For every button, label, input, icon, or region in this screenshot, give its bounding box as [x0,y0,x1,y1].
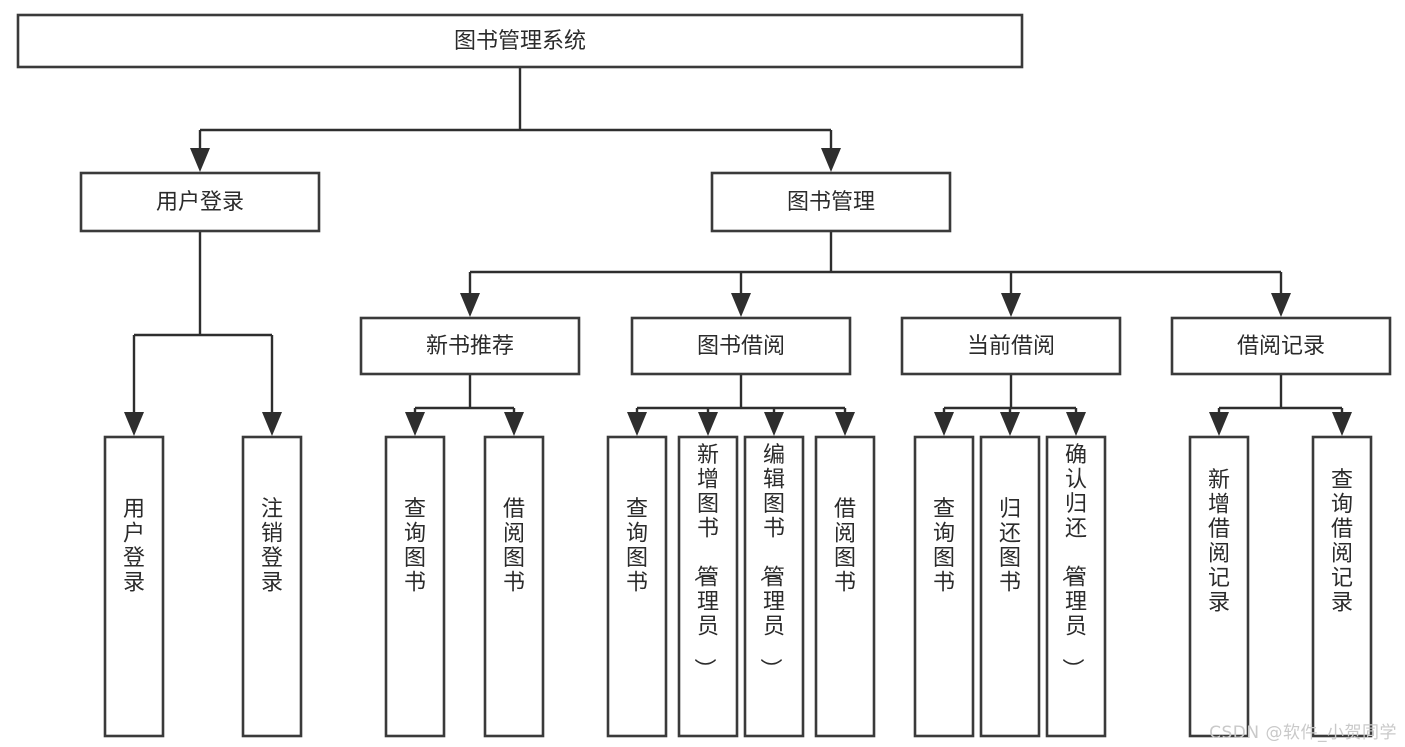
node-bookmgmt-box[interactable] [710,171,952,233]
node-leaf-bo-add-label: 新增图书（管理员） [691,443,719,680]
node-leaf-rc-add-box[interactable] [1188,435,1250,738]
arrowhead-leaf-user-logout [262,412,282,436]
node-borrow-box[interactable] [630,316,852,376]
node-records-label: 借阅记录 [1237,334,1325,359]
node-root[interactable]: 图书管理系统 [16,13,1024,69]
node-bookmgmt-label: 图书管理 [787,190,875,215]
node-current-label: 当前借阅 [967,334,1055,359]
edge-group-current [934,374,1086,436]
arrowhead-leaf-bo-add [698,412,718,436]
arrowhead-borrow [731,293,751,317]
csdn-watermark: CSDN @软件_小贺同学 [1209,723,1397,743]
node-leaf-cu-return-label: 归还图书 [999,497,1021,596]
arrowhead-leaf-cu-query [934,412,954,436]
node-leaf-nb-borrow-box[interactable] [483,435,545,738]
node-leaf-nb-query-box[interactable] [384,435,446,738]
node-leaf-cu-return-box[interactable] [979,435,1041,738]
arrowhead-leaf-user-login [124,412,144,436]
arrowhead-leaf-bo-edit [764,412,784,436]
node-leaf-cu-query[interactable]: 查询图书 [913,435,975,738]
arrowhead-current [1001,293,1021,317]
node-leaf-rc-add[interactable]: 新增借阅记录 [1188,435,1250,738]
node-records-box[interactable] [1170,316,1392,376]
node-leaf-rc-query-label: 查询借阅记录 [1331,468,1353,616]
arrowhead-leaf-nb-query [405,412,425,436]
arrowhead-leaf-cu-return [1000,412,1020,436]
node-leaf-cu-query-box[interactable] [913,435,975,738]
node-borrow-label: 图书借阅 [697,334,785,359]
arrowhead-leaf-bo-borrow [835,412,855,436]
node-login-box[interactable] [79,171,321,233]
node-leaf-user-login-label: 用户登录 [123,497,145,596]
arrowhead-leaf-cu-confirm [1066,412,1086,436]
arrowhead-leaf-bo-query [627,412,647,436]
node-leaf-user-logout-label: 注销登录 [261,497,283,596]
node-leaf-bo-add-box[interactable] [677,435,739,738]
node-leaf-bo-edit[interactable]: 编辑图书（管理员） [743,435,805,738]
arrowhead-records [1271,293,1291,317]
node-newbook[interactable]: 新书推荐 [359,316,581,376]
arrowhead-login [190,148,210,172]
node-current[interactable]: 当前借阅 [900,316,1122,376]
node-leaf-bo-edit-label: 编辑图书（管理员） [757,443,785,680]
edge-group-login [124,231,282,436]
node-leaf-cu-confirm-box[interactable] [1045,435,1107,738]
node-leaf-rc-add-label: 新增借阅记录 [1208,468,1230,616]
arrowhead-leaf-rc-add [1209,412,1229,436]
node-leaf-user-logout-box[interactable] [241,435,303,738]
node-leaf-nb-query[interactable]: 查询图书 [384,435,446,738]
node-leaf-bo-borrow-label: 借阅图书 [834,497,856,596]
node-root-label: 图书管理系统 [454,29,586,54]
node-leaf-bo-query[interactable]: 查询图书 [606,435,668,738]
node-leaf-user-logout[interactable]: 注销登录 [241,435,303,738]
node-leaf-bo-edit-box[interactable] [743,435,805,738]
node-leaf-cu-query-label: 查询图书 [933,497,955,596]
node-leaf-bo-borrow[interactable]: 借阅图书 [814,435,876,738]
node-login[interactable]: 用户登录 [79,171,321,233]
node-root-box[interactable] [16,13,1024,69]
node-login-label: 用户登录 [156,190,244,215]
node-leaf-user-login-box[interactable] [103,435,165,738]
node-leaf-user-login[interactable]: 用户登录 [103,435,165,738]
node-leaf-cu-confirm-label: 确认归还（管理员） [1059,443,1087,680]
arrowhead-newbook [460,293,480,317]
node-leaf-rc-query[interactable]: 查询借阅记录 [1311,435,1373,738]
arrowhead-bookmgmt [821,148,841,172]
node-leaf-cu-return[interactable]: 归还图书 [979,435,1041,738]
node-bookmgmt[interactable]: 图书管理 [710,171,952,233]
edge-group-root [190,67,841,172]
node-leaf-bo-borrow-box[interactable] [814,435,876,738]
node-leaf-rc-query-box[interactable] [1311,435,1373,738]
edge-group-bookmgmt [460,231,1291,317]
node-current-box[interactable] [900,316,1122,376]
edge-group-borrow [627,374,855,436]
edge-group-records [1209,374,1352,436]
arrowhead-leaf-nb-borrow [504,412,524,436]
node-leaf-nb-borrow[interactable]: 借阅图书 [483,435,545,738]
node-borrow[interactable]: 图书借阅 [630,316,852,376]
node-newbook-label: 新书推荐 [426,334,514,359]
node-leaf-cu-confirm[interactable]: 确认归还（管理员） [1045,435,1107,738]
node-leaf-bo-add[interactable]: 新增图书（管理员） [677,435,739,738]
node-records[interactable]: 借阅记录 [1170,316,1392,376]
node-leaf-bo-query-label: 查询图书 [626,497,648,596]
node-leaf-bo-query-box[interactable] [606,435,668,738]
node-leaf-nb-borrow-label: 借阅图书 [503,497,525,596]
arrowhead-leaf-rc-query [1332,412,1352,436]
node-leaf-nb-query-label: 查询图书 [404,497,426,596]
edge-group-newbook [405,374,524,436]
node-newbook-box[interactable] [359,316,581,376]
